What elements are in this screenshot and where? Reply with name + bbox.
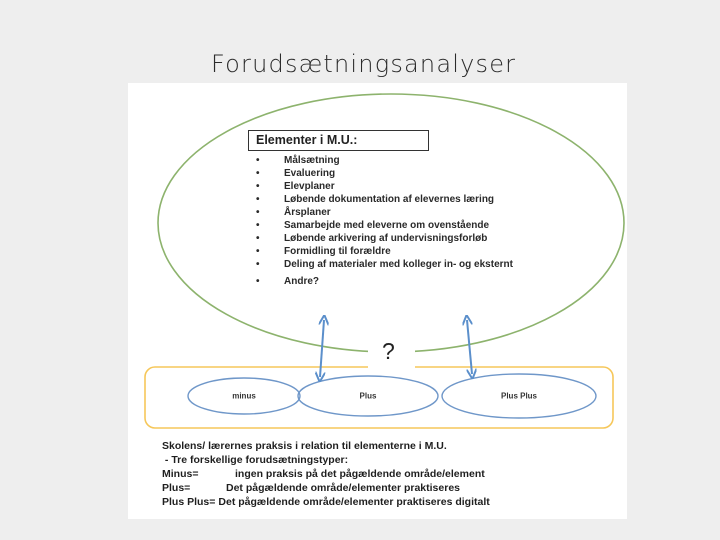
definition-text: ingen praksis på det pågældende område/e… <box>235 468 485 480</box>
caption: Skolens/ lærernes praksis i relation til… <box>162 439 490 509</box>
bullet-icon: • <box>256 155 260 166</box>
elements-header: Elementer i M.U.: <box>248 130 429 151</box>
definition-plus-plus: Plus Plus= Det pågældende område/element… <box>162 495 490 509</box>
list-item: •Målsætning <box>256 155 340 166</box>
oval-label-plus: Plus <box>359 391 377 401</box>
list-item: •Deling af materialer med kolleger in- o… <box>256 259 513 270</box>
definition-key: Plus= <box>162 482 191 494</box>
definition-text: Det pågældende område/elementer praktise… <box>226 482 461 494</box>
elements-list: •Målsætning •Evaluering •Elevplaner •Løb… <box>252 154 544 288</box>
oval-label-minus: minus <box>232 391 256 401</box>
definition-plus: Plus= Det pågældende område/elementer pr… <box>162 481 490 495</box>
double-arrow-right <box>467 320 472 374</box>
bullet-icon: • <box>256 259 260 270</box>
list-item: •Samarbejde med eleverne om ovenstående <box>256 220 490 231</box>
bullet-icon: • <box>256 233 260 244</box>
bullet-icon: • <box>256 220 260 231</box>
list-item: •Løbende dokumentation af elevernes læri… <box>256 194 495 205</box>
caption-line-2: - Tre forskellige forudsætningstyper: <box>162 454 349 466</box>
diagram-figure: Elementer i M.U.: •Målsætning •Evaluerin… <box>128 83 627 519</box>
definition-minus: Minus= ingen praksis på det pågældende o… <box>162 467 490 481</box>
list-item: •Løbende arkivering af undervisningsforl… <box>256 233 488 244</box>
list-item: •Andre? <box>256 276 319 287</box>
list-item: •Formidling til forældre <box>256 246 391 257</box>
oval-label-plus-plus: Plus Plus <box>500 391 538 401</box>
slide-title: Forudsætningsanalyser <box>211 50 517 78</box>
bullet-icon: • <box>256 207 260 218</box>
definition-key: Plus Plus= <box>162 496 216 508</box>
diagram-graphics <box>144 93 625 429</box>
bullet-icon: • <box>256 168 260 179</box>
caption-line-1: Skolens/ lærernes praksis i relation til… <box>162 440 447 452</box>
bullet-icon: • <box>256 181 260 192</box>
question-mark: ? <box>382 338 395 364</box>
oval-minus <box>187 377 301 415</box>
definition-text: Det pågældende område/elementer praktise… <box>218 496 490 508</box>
list-item: •Evaluering <box>256 168 336 179</box>
bullet-icon: • <box>256 194 260 205</box>
oval-plus <box>297 375 439 417</box>
double-arrow-left <box>320 320 324 377</box>
definition-key: Minus= <box>162 468 199 480</box>
list-item: •Årsplaner <box>256 207 331 218</box>
oval-plus-plus <box>441 373 597 419</box>
bullet-icon: • <box>256 276 260 287</box>
bullet-icon: • <box>256 246 260 257</box>
list-item: •Elevplaner <box>256 181 335 192</box>
